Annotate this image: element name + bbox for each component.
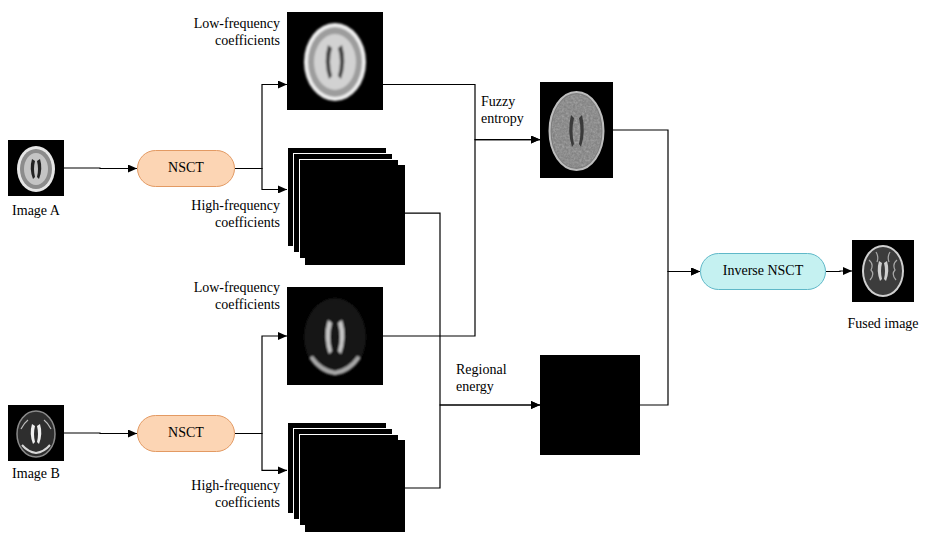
image-ground xyxy=(540,355,640,455)
skull-rim xyxy=(304,23,366,101)
brain xyxy=(17,411,55,457)
sulci xyxy=(869,252,897,280)
image-label: Image B xyxy=(0,466,72,483)
cortex xyxy=(20,149,52,189)
image-label: Image A xyxy=(0,203,72,220)
flow-arrow xyxy=(640,272,700,406)
flow-arrow xyxy=(235,336,287,434)
mri-illustration xyxy=(8,405,64,461)
flow-arrow xyxy=(235,434,287,471)
csf-spots xyxy=(22,445,50,453)
box-label: Inverse NSCT xyxy=(723,263,804,280)
sulci xyxy=(21,420,51,429)
flow-arrow xyxy=(383,140,540,336)
image-label: Fuzzy entropy xyxy=(481,94,537,128)
box-label: NSCT xyxy=(168,160,204,177)
image-label: Low-frequency coefficients xyxy=(165,16,280,50)
transform-pill: Inverse NSCT xyxy=(700,253,826,290)
brain xyxy=(304,23,366,101)
flow-arrow xyxy=(383,85,540,140)
coefficient-stack xyxy=(287,147,405,265)
mri-illustration xyxy=(540,82,613,178)
flow-arrow xyxy=(405,213,540,405)
image-label: High-frequency coefficients xyxy=(165,478,280,512)
ventricles xyxy=(326,320,345,354)
result-image: Fused image xyxy=(852,240,914,302)
flow-arrow xyxy=(826,270,852,272)
fused-low-image: Fuzzy entropy xyxy=(540,82,613,178)
brain-tissue xyxy=(304,298,366,376)
ventricles xyxy=(569,115,584,147)
flow-arrow xyxy=(235,85,287,169)
mri-illustration xyxy=(287,287,383,385)
coefficient-layer xyxy=(305,165,405,265)
flow-arrow xyxy=(613,130,700,272)
ventricles xyxy=(878,261,889,281)
image-ground xyxy=(8,140,64,196)
flow-arrow xyxy=(64,432,137,434)
image-ground xyxy=(540,82,613,178)
flow-arrow xyxy=(405,405,540,488)
image-ground xyxy=(287,287,383,385)
coefficient-image: Low-frequency coefficients xyxy=(287,12,383,110)
image-label: Regional energy xyxy=(456,362,528,396)
brain xyxy=(550,92,604,170)
coefficient-stack xyxy=(287,422,405,532)
csf-spots xyxy=(311,357,359,373)
ventricles xyxy=(326,45,345,79)
brain xyxy=(304,298,366,376)
transform-pill: NSCT xyxy=(137,150,235,187)
coefficient-image: Low-frequency coefficients xyxy=(287,287,383,385)
white-matter xyxy=(24,153,48,185)
brain-texture xyxy=(552,94,602,168)
coefficient-stack: High-frequency coefficients xyxy=(287,422,405,532)
image-ground xyxy=(8,405,64,461)
source-image: Image A xyxy=(8,140,64,196)
image-label: Low-frequency coefficients xyxy=(165,280,280,314)
fused-high-image: Regional energy xyxy=(540,355,640,455)
energy-map xyxy=(540,355,640,455)
coefficient-layer xyxy=(305,440,405,532)
source-image: Image B xyxy=(8,405,64,461)
cortex xyxy=(308,27,362,97)
mri-illustration xyxy=(8,140,64,196)
skull-rim xyxy=(862,245,904,297)
image-label: Fused image xyxy=(843,316,923,333)
brain xyxy=(864,247,902,295)
flow-arrow xyxy=(64,167,137,169)
ventricles xyxy=(31,159,42,179)
mri-illustration xyxy=(852,240,914,302)
image-ground xyxy=(852,240,914,302)
transform-pill: NSCT xyxy=(137,415,235,452)
coefficient-stack: High-frequency coefficients xyxy=(287,147,405,265)
image-ground xyxy=(287,12,383,110)
ventricles xyxy=(31,424,42,444)
mri-illustration xyxy=(287,12,383,110)
box-label: NSCT xyxy=(168,425,204,442)
flow-arrow xyxy=(235,169,287,190)
white-matter xyxy=(314,34,356,90)
image-label: High-frequency coefficients xyxy=(165,198,280,232)
skull-rim xyxy=(17,146,55,192)
